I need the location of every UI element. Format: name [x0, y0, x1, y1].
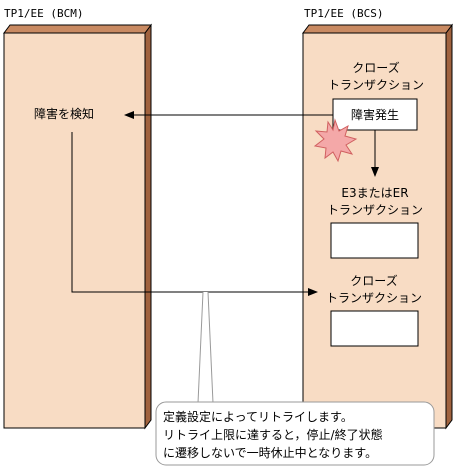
callout-pointer [197, 291, 214, 404]
closing-tx-2-box [330, 310, 419, 347]
failure-occurred-label: 障害発生 [351, 107, 399, 122]
er-tx-line1: E3またはER [341, 186, 408, 200]
closing-tx-1-line2: トランザクション [328, 78, 424, 92]
retry-arrow [71, 132, 318, 296]
closing-tx-2-line1: クローズ [350, 273, 397, 288]
callout-line-3: に遷移しないで一時休止中となります。 [163, 445, 377, 460]
callout-line-2: リトライ上限に達すると，停止/終了状態 [163, 427, 383, 442]
failure-detected-label: 障害を検知 [34, 106, 94, 121]
er-tx-box [330, 222, 419, 259]
closing-tx-2-line2: トランザクション [326, 291, 422, 305]
callout-line-1: 定義設定によってリトライします。 [163, 409, 353, 424]
left-system-title: TP1/EE (BCM) [4, 7, 83, 20]
right-system-title: TP1/EE (BCS) [304, 7, 383, 20]
er-tx-line2: トランザクション [327, 203, 423, 217]
left-system-panel [3, 23, 152, 430]
failure-burst-icon [313, 118, 358, 163]
callout-box [155, 401, 435, 466]
closing-tx-1-line1: クローズ [352, 60, 399, 75]
